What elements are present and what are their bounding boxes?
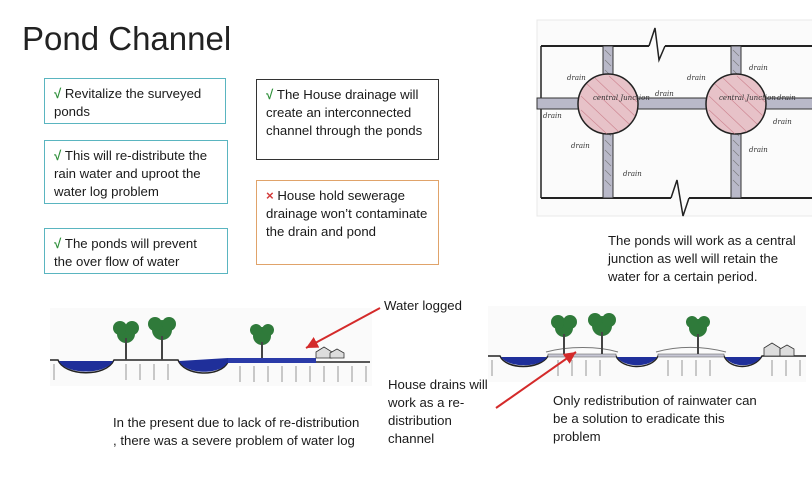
water-logged-caption: Water logged bbox=[384, 298, 462, 313]
cross-icon: × bbox=[266, 188, 278, 203]
junction-sketch: central Junction central Junction drain … bbox=[536, 19, 812, 217]
central-junction-caption: The ponds will work as a central junctio… bbox=[608, 233, 796, 284]
drain-label: drain bbox=[567, 74, 586, 82]
revitalize-text: Revitalize the surveyed ponds bbox=[54, 86, 202, 119]
check-icon: √ bbox=[54, 236, 65, 251]
redistribute-box: √ This will re-distribute the rain water… bbox=[44, 140, 228, 204]
drain-label: drain bbox=[687, 74, 706, 82]
overflow-box: √ The ponds will prevent the over flow o… bbox=[44, 228, 228, 274]
check-icon: √ bbox=[54, 86, 65, 101]
house-drains-caption: House drains will work as a re-distribut… bbox=[388, 377, 488, 446]
redistribute-text: This will re-distribute the rain water a… bbox=[54, 148, 208, 199]
check-icon: √ bbox=[266, 87, 277, 102]
page-title: Pond Channel bbox=[22, 20, 232, 57]
drain-label: drain bbox=[623, 170, 642, 178]
drain-label: drain bbox=[571, 142, 590, 150]
drain-label: drain bbox=[543, 112, 562, 120]
drain-label: drain bbox=[749, 64, 768, 72]
interconnect-text: The House drainage will create an interc… bbox=[266, 87, 423, 138]
sewerage-text: House hold sewerage drainage won’t conta… bbox=[266, 188, 428, 239]
revitalize-box: √ Revitalize the surveyed ponds bbox=[44, 78, 226, 124]
interconnect-box: √ The House drainage will create an inte… bbox=[256, 79, 439, 160]
proposed-section-sketch bbox=[488, 306, 806, 382]
sewerage-box: × House hold sewerage drainage won’t con… bbox=[256, 180, 439, 265]
overflow-text: The ponds will prevent the over flow of … bbox=[54, 236, 197, 269]
junction-label-left: central Junction bbox=[593, 94, 650, 102]
drain-label: drain bbox=[749, 146, 768, 154]
drain-label: drain bbox=[655, 90, 674, 98]
present-section-sketch bbox=[50, 308, 372, 386]
check-icon: √ bbox=[54, 148, 65, 163]
junction-label-right: central Junction bbox=[719, 94, 776, 102]
present-caption: In the present due to lack of re-distrib… bbox=[113, 415, 360, 448]
drain-label: drain bbox=[777, 94, 796, 102]
only-redistribution-caption: Only redistribution of rainwater can be … bbox=[553, 393, 757, 444]
drain-label: drain bbox=[773, 118, 792, 126]
